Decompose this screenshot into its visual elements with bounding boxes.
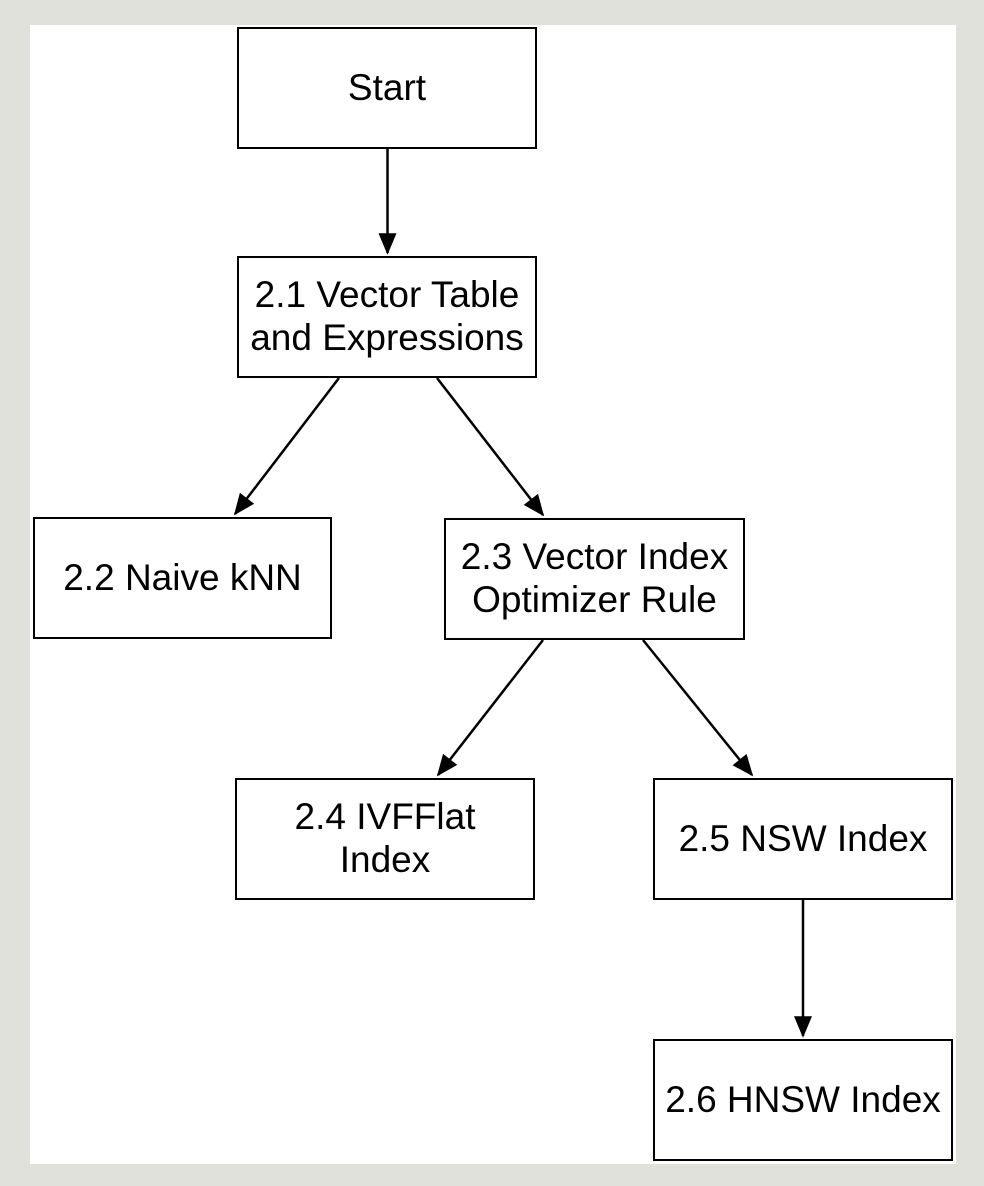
node-start: Start [237,27,537,149]
node-2.2-naive-knn: 2.2 Naive kNN [33,517,332,639]
edge-2.1-to-2.2 [233,377,340,516]
node-2.3-vector-index-optimizer-rule: 2.3 Vector Index Optimizer Rule [444,518,745,640]
edge-2.3-to-2.5 [642,639,754,777]
edges-layer [233,149,812,1038]
node-2.4-ivfflat-index: 2.4 IVFFlat Index [235,778,535,900]
node-2.6-label: 2.6 HNSW Index [665,1078,941,1120]
node-2.4-label: 2.4 IVFFlat Index [294,796,476,880]
edge-2.1-to-2.3 [436,377,545,517]
node-2.2-label: 2.2 Naive kNN [63,556,302,598]
node-2.5-nsw-index: 2.5 NSW Index [653,778,953,900]
node-2.1-label: 2.1 Vector Table and Expressions [250,274,524,358]
edge-2.3-to-2.4 [436,639,544,777]
node-2.1-vector-table-and-expressions: 2.1 Vector Table and Expressions [237,256,537,378]
diagram-canvas: Start 2.1 Vector Table and Expressions 2… [30,25,956,1164]
node-2.6-hnsw-index: 2.6 HNSW Index [653,1039,953,1161]
node-start-label: Start [347,66,427,108]
node-2.5-label: 2.5 NSW Index [678,817,928,859]
node-2.3-label: 2.3 Vector Index Optimizer Rule [460,536,729,620]
